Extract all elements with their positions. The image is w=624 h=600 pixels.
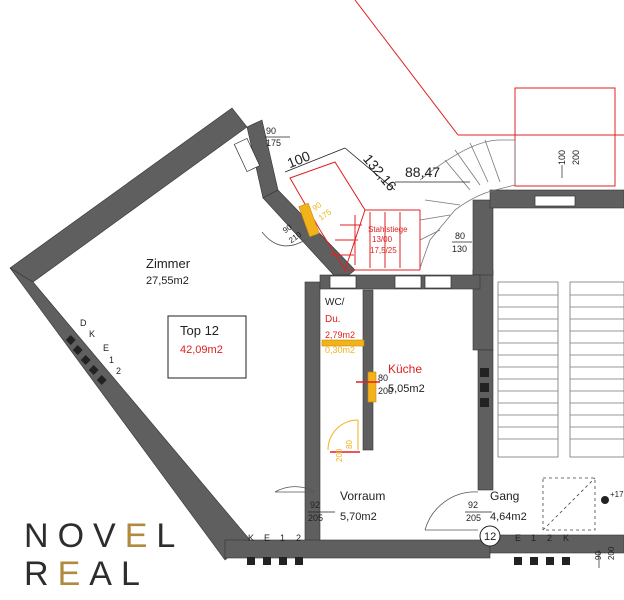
kueche-name: Küche — [388, 362, 422, 376]
windows — [233, 137, 576, 289]
door-gang-92: 92 — [468, 500, 478, 510]
door-swing-yellow — [327, 419, 359, 451]
stair-label: Stahlstiege — [368, 225, 408, 234]
logo-letter: L — [120, 554, 149, 593]
door-vor-205: 205 — [308, 513, 323, 523]
meter-dk-2: E — [103, 343, 109, 353]
meter-g-0: E — [515, 533, 521, 543]
door-vor-92: 92 — [310, 500, 320, 510]
door-80-top: 80 — [455, 231, 465, 241]
window-175: 175 — [266, 138, 281, 148]
walls — [9, 107, 624, 561]
logo-line-1: N O V E L — [24, 517, 194, 555]
stair-labels: Stahlstiege 13/00 17,5/25 — [368, 225, 408, 255]
door-br-90: 90 — [594, 551, 603, 560]
door-200: 200 — [571, 150, 581, 165]
door-wc-200: 200 — [335, 448, 344, 462]
logo-letter: R — [24, 554, 58, 593]
logo-letter-gold: E — [124, 516, 157, 555]
logo-line-2: R E A L — [24, 555, 194, 593]
door-kue-80: 80 — [378, 373, 388, 383]
doors-yellow — [298, 202, 377, 403]
wc-area2: 0,30m2 — [325, 345, 355, 355]
shaft-dashed — [542, 477, 596, 531]
logo-letter: A — [89, 554, 121, 593]
wc-name: WC/ — [325, 297, 345, 308]
novel-real-logo: N O V E L R E A L — [24, 517, 194, 593]
level-marker — [601, 496, 609, 504]
logo-letter: V — [93, 516, 125, 555]
dimension-lines — [284, 147, 470, 191]
fraction-lines — [265, 136, 600, 568]
top-area: 42,09m2 — [180, 344, 223, 356]
gang-name: Gang — [490, 489, 519, 503]
meter-dk-0: D — [80, 318, 87, 328]
kueche-area: 5,05m2 — [388, 383, 425, 395]
logo-letter-gold: E — [57, 554, 90, 593]
top-label-box — [167, 315, 247, 379]
meter-g-3: K — [563, 533, 569, 543]
meter-lb-1: E — [264, 533, 270, 543]
gang-area: 4,64m2 — [490, 511, 527, 523]
door-gang-205: 205 — [466, 513, 481, 523]
gang-number-circle — [479, 525, 501, 547]
vorraum-area: 5,70m2 — [340, 511, 377, 523]
stair-treads — [419, 139, 624, 458]
room-labels: Zimmer 27,55m2 Top 12 42,09m2 WC/ Du. 2,… — [146, 256, 527, 523]
door-swings — [261, 231, 479, 531]
wc-name2: Du. — [325, 314, 341, 325]
logo-letter: O — [57, 516, 94, 555]
meter-lb-2: 1 — [280, 533, 285, 543]
gang-number: 12 — [484, 531, 496, 543]
dim-88-47: 88,47 — [405, 164, 440, 180]
meter-labels: D K E 1 2 K E 1 2 E 1 2 K — [80, 318, 569, 543]
zimmer-name: Zimmer — [146, 256, 191, 271]
window-90: 90 — [266, 126, 276, 136]
door-130: 130 — [452, 244, 467, 254]
meter-lb-0: K — [248, 533, 254, 543]
meter-dk-3: 1 — [109, 355, 114, 365]
meter-g-2: 2 — [547, 533, 552, 543]
stair-spec2: 17,5/25 — [370, 246, 397, 255]
vorraum-name: Vorraum — [340, 489, 385, 503]
door-wc-80: 80 — [345, 440, 354, 449]
meter-dk-1: K — [89, 329, 95, 339]
meter-g-1: 1 — [531, 533, 536, 543]
logo-letter: L — [156, 516, 185, 555]
meter-dk-4: 2 — [116, 366, 121, 376]
dim-100: 100 — [285, 147, 313, 171]
door-kue-200: 200 — [378, 386, 393, 396]
steel-stair — [289, 161, 421, 272]
stair-spec1: 13/00 — [372, 235, 393, 244]
dim-132-16: 132,16 — [360, 151, 400, 194]
zimmer-area: 27,55m2 — [146, 275, 189, 287]
door-marks-red — [330, 381, 380, 453]
top-label: Top 12 — [180, 323, 219, 338]
level-mark: +17 — [610, 490, 624, 499]
door-100: 100 — [557, 150, 567, 165]
door-br-200: 200 — [607, 546, 616, 560]
meter-lb-3: 2 — [296, 533, 301, 543]
wc-area: 2,79m2 — [325, 330, 355, 340]
logo-letter: N — [24, 516, 58, 555]
site-outline — [354, 0, 624, 187]
